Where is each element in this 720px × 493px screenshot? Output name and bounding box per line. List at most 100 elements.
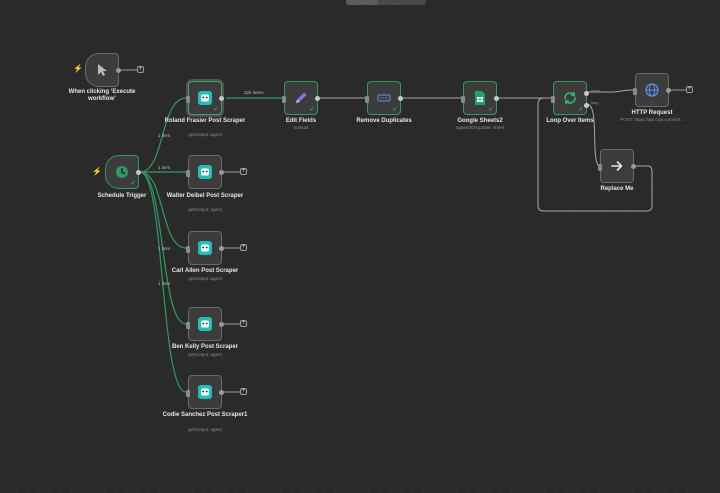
- google-sheets-sub: appendOrUpdate: sheet: [455, 125, 505, 130]
- wire-item-count: 1 item: [158, 246, 171, 251]
- input-handle[interactable]: [551, 96, 555, 103]
- add-node-button[interactable]: +: [240, 168, 247, 175]
- sheets-icon: [464, 82, 496, 114]
- edit-fields-node[interactable]: ✓: [282, 81, 320, 115]
- google-sheets-label: Google Sheets2: [457, 118, 503, 124]
- output-handle[interactable]: [219, 170, 224, 175]
- output-handle[interactable]: [116, 68, 121, 73]
- replace-me-node[interactable]: [598, 149, 636, 183]
- success-check-icon: ✓: [309, 106, 315, 113]
- replace-me-label: Replace Me: [600, 186, 634, 192]
- arrow-right-icon: [601, 150, 633, 182]
- google-sheets-node[interactable]: ✓: [461, 81, 499, 115]
- wire-item-count: 1 item: [158, 281, 171, 286]
- scraper-label: Codie Sanchez Post Scraper1: [162, 412, 248, 418]
- scraper-sub: getOutput: agent: [188, 207, 222, 212]
- success-check-icon: ✓: [130, 180, 136, 187]
- success-check-icon: ✓: [488, 106, 494, 113]
- loop-over-items-node[interactable]: ✓: [551, 81, 589, 115]
- canvas-top-toggle-active[interactable]: [346, 0, 378, 5]
- scraper-node-ben-kelly[interactable]: [186, 307, 224, 341]
- output-handle[interactable]: [219, 96, 224, 101]
- remove-duplicates-node[interactable]: ✓: [365, 81, 403, 115]
- input-handle[interactable]: [186, 246, 190, 253]
- dedupe-icon: [368, 82, 400, 114]
- add-node-button[interactable]: +: [240, 244, 247, 251]
- wire-item-count: 1 item: [158, 165, 171, 170]
- clock-icon: [106, 156, 138, 188]
- scraper-sub: getOutput: agent: [188, 132, 222, 137]
- output-handle[interactable]: [494, 96, 499, 101]
- output-handle[interactable]: [219, 390, 224, 395]
- edit-fields-sub: manual: [293, 125, 309, 130]
- pencil-icon: [285, 82, 317, 114]
- success-check-icon: ✓: [213, 106, 219, 113]
- manual-trigger-node[interactable]: [85, 53, 121, 87]
- add-node-button[interactable]: +: [137, 66, 144, 73]
- remove-duplicates-label: Remove Duplicates: [356, 118, 412, 124]
- input-handle[interactable]: [365, 96, 369, 103]
- robot-icon: [189, 82, 221, 114]
- output-handle[interactable]: [315, 96, 320, 101]
- scraper-label: Roland Frasier Post Scraper: [164, 118, 246, 124]
- robot-icon: [189, 156, 221, 188]
- scraper-node-carl-allen[interactable]: [186, 231, 224, 265]
- add-node-button[interactable]: +: [240, 388, 247, 395]
- wire-replace-loop-back[interactable]: [537, 97, 653, 212]
- wire-item-count: 1 item: [158, 133, 171, 138]
- scraper-label: Ben Kelly Post Scraper: [171, 344, 239, 350]
- input-handle[interactable]: [282, 96, 286, 103]
- manual-trigger-label: When clicking ‘Execute workflow’: [68, 89, 136, 102]
- success-check-icon: ✓: [392, 106, 398, 113]
- output-handle[interactable]: [666, 88, 671, 93]
- wire-schedule-scraper-1[interactable]: [139, 97, 187, 173]
- wire-schedule-scraper-4[interactable]: [139, 171, 187, 325]
- loop-done-label: done: [591, 88, 600, 93]
- http-request-label: HTTP Request: [631, 110, 673, 116]
- scraper-node-walter-deibel[interactable]: [186, 155, 224, 189]
- input-handle[interactable]: [186, 170, 190, 177]
- output-handle[interactable]: [136, 170, 141, 175]
- output-handle[interactable]: [219, 322, 224, 327]
- wire-loop-http[interactable]: [587, 89, 634, 93]
- scraper-label: Walter Deibel Post Scraper: [166, 193, 244, 199]
- cursor-icon: [86, 54, 118, 86]
- scraper-label: Carl Allen Post Scraper: [171, 268, 239, 274]
- robot-icon: [189, 376, 221, 408]
- output-handle[interactable]: [398, 96, 403, 101]
- add-node-button[interactable]: +: [686, 86, 693, 93]
- scraper-node-codie-sanchez[interactable]: [186, 375, 224, 409]
- wire-item-count: 325 items: [244, 90, 264, 95]
- wire-loop-replace[interactable]: [586, 103, 601, 167]
- wire-schedule-scraper-3[interactable]: [139, 171, 187, 249]
- http-request-node[interactable]: [633, 73, 671, 107]
- globe-icon: [636, 74, 668, 106]
- canvas-top-toggle[interactable]: [346, 0, 426, 5]
- add-node-button[interactable]: +: [240, 320, 247, 327]
- wire-schedule-scraper-5[interactable]: [139, 171, 187, 393]
- input-handle[interactable]: [633, 88, 637, 95]
- schedule-trigger-node[interactable]: ✓: [105, 155, 141, 189]
- scraper-sub: getOutput: agent: [188, 427, 222, 432]
- loop-icon: [554, 82, 586, 114]
- http-request-sub: POST: https://api.clay.com/v3/...: [620, 117, 684, 122]
- scraper-sub: getOutput: agent: [188, 352, 222, 357]
- scraper-sub: getOutput: agent: [188, 276, 222, 281]
- success-check-icon: ✓: [578, 106, 584, 113]
- input-handle[interactable]: [186, 96, 190, 103]
- scraper-node-roland-frasier[interactable]: ✓: [186, 81, 224, 115]
- loop-loop-label: loop: [591, 100, 599, 105]
- trigger-bolt-icon: ⚡: [92, 167, 102, 176]
- loop-over-items-label: Loop Over Items: [546, 118, 594, 124]
- robot-icon: [189, 308, 221, 340]
- output-handle-done[interactable]: [584, 91, 589, 96]
- schedule-trigger-label: Schedule Trigger: [97, 193, 147, 199]
- input-handle[interactable]: [186, 322, 190, 329]
- output-handle[interactable]: [631, 164, 636, 169]
- output-handle[interactable]: [219, 246, 224, 251]
- input-handle[interactable]: [461, 96, 465, 103]
- input-handle[interactable]: [598, 164, 602, 171]
- input-handle[interactable]: [186, 390, 190, 397]
- output-handle-loop[interactable]: [584, 103, 589, 108]
